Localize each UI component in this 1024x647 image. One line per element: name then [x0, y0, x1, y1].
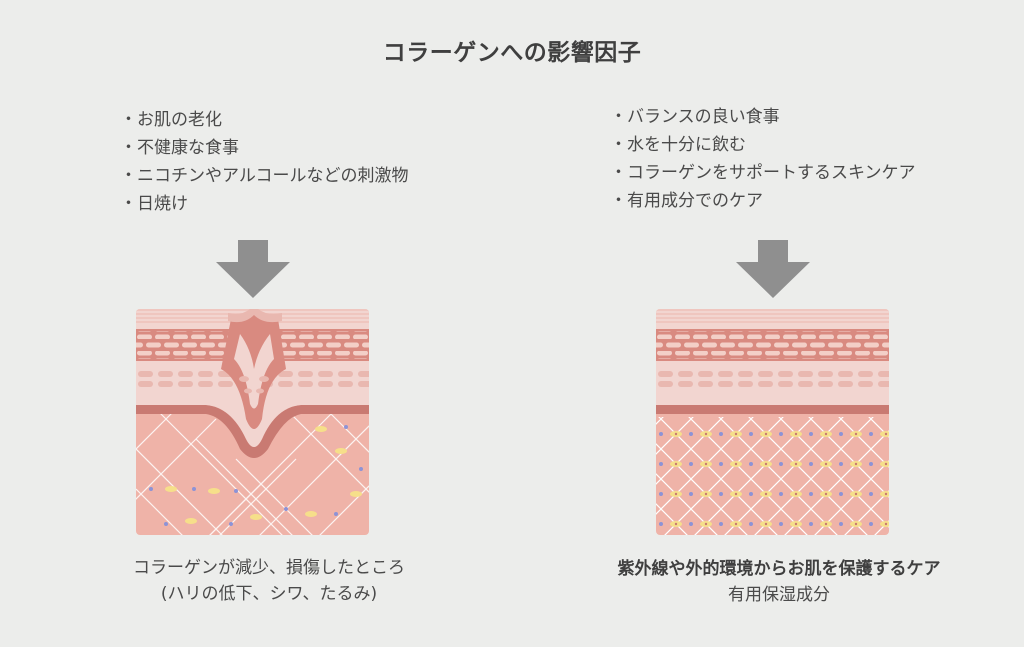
- list-item: 有用成分でのケア: [610, 187, 916, 215]
- list-item: ニコチンやアルコールなどの刺激物: [120, 162, 409, 190]
- arrow-down-icon: [736, 240, 810, 298]
- damaged-caption: コラーゲンが減少、損傷したところ (ハリの低下、シワ、たるみ): [30, 555, 508, 607]
- arrow-down-icon: [216, 240, 290, 298]
- damaged-skin-illustration: [136, 309, 369, 535]
- list-item: コラーゲンをサポートするスキンケア: [610, 159, 916, 187]
- list-item: 不健康な食事: [120, 134, 409, 162]
- damage-factor-list: お肌の老化 不健康な食事 ニコチンやアルコールなどの刺激物 日焼け: [120, 106, 409, 218]
- healthy-skin-illustration: [656, 309, 889, 535]
- damaged-caption-title: コラーゲンが減少、損傷したところ: [133, 558, 405, 578]
- damaged-caption-sub: (ハリの低下、シワ、たるみ): [160, 584, 378, 604]
- list-item: バランスの良い食事: [610, 103, 916, 131]
- diagram-title: コラーゲンへの影響因子: [382, 40, 642, 66]
- list-item: お肌の老化: [120, 106, 409, 134]
- care-caption: 紫外線や外的環境からお肌を保護するケア 有用保湿成分: [540, 556, 1018, 608]
- list-item: 日焼け: [120, 190, 409, 218]
- care-caption-title: 紫外線や外的環境からお肌を保護するケア: [617, 559, 941, 579]
- care-factor-list: バランスの良い食事 水を十分に飲む コラーゲンをサポートするスキンケア 有用成分…: [610, 103, 916, 215]
- care-caption-sub: 有用保湿成分: [728, 585, 830, 605]
- list-item: 水を十分に飲む: [610, 131, 916, 159]
